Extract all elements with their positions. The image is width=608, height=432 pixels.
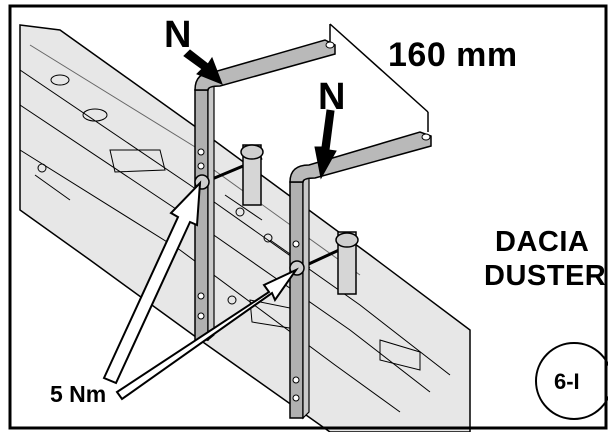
figure-code-label: 6-I xyxy=(554,369,580,394)
figure-code-circle xyxy=(535,342,608,420)
n-arrow-1 xyxy=(183,49,223,85)
torque-arrow-2 xyxy=(115,267,299,401)
torque-arrow-1 xyxy=(102,180,202,385)
chassis-rail xyxy=(19,24,471,432)
torque-label: 5 Nm xyxy=(50,381,107,407)
nut-marker-label-2: N xyxy=(318,76,346,118)
vehicle-model-label: DUSTER xyxy=(484,260,607,292)
n-arrow-2 xyxy=(314,109,337,180)
vehicle-make-label: DACIA xyxy=(495,226,590,258)
mounting-bracket-1 xyxy=(194,39,336,342)
nut-marker-label-1: N xyxy=(164,14,192,56)
clamp-rods xyxy=(204,144,359,295)
dimension-label: 160 mm xyxy=(388,36,518,74)
figure-border xyxy=(8,4,608,430)
dimension-lines xyxy=(329,23,429,132)
